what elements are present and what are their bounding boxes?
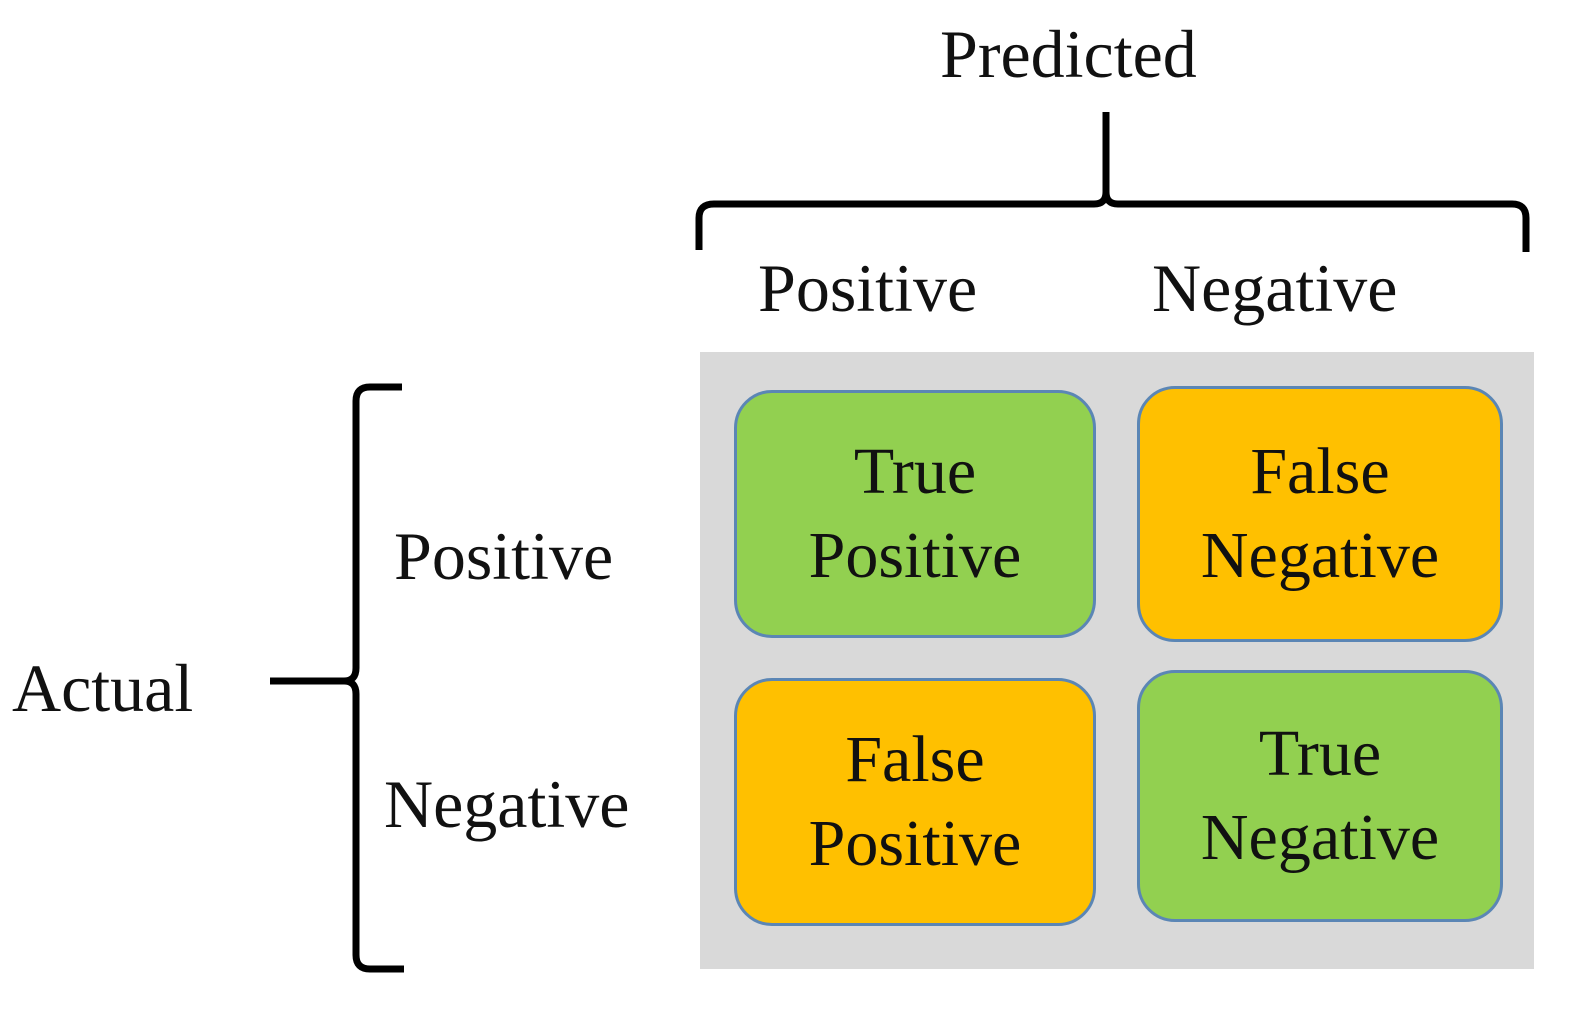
- cell-line-1: False: [845, 722, 985, 796]
- cell-false-negative: False Negative: [1137, 386, 1503, 642]
- cell-false-positive: False Positive: [734, 678, 1096, 926]
- actual-title: Actual: [12, 650, 194, 726]
- row-header-positive: Positive: [394, 518, 614, 594]
- column-header-negative: Negative: [1152, 250, 1398, 326]
- actual-brace: [270, 383, 404, 973]
- cell-line-2: Negative: [1200, 519, 1440, 592]
- row-header-negative: Negative: [384, 766, 630, 842]
- cell-line-1: False: [1250, 434, 1390, 508]
- cell-line-2: Positive: [808, 519, 1022, 592]
- predicted-title: Predicted: [940, 16, 1197, 92]
- cell-line-2: Negative: [1200, 801, 1440, 874]
- cell-line-2: Positive: [808, 807, 1022, 880]
- column-header-positive: Positive: [758, 250, 978, 326]
- cell-true-negative: True Negative: [1137, 670, 1503, 922]
- cell-true-positive: True Positive: [734, 390, 1096, 638]
- predicted-brace: [695, 112, 1530, 252]
- cell-line-1: True: [1258, 716, 1382, 790]
- cell-line-1: True: [853, 434, 977, 508]
